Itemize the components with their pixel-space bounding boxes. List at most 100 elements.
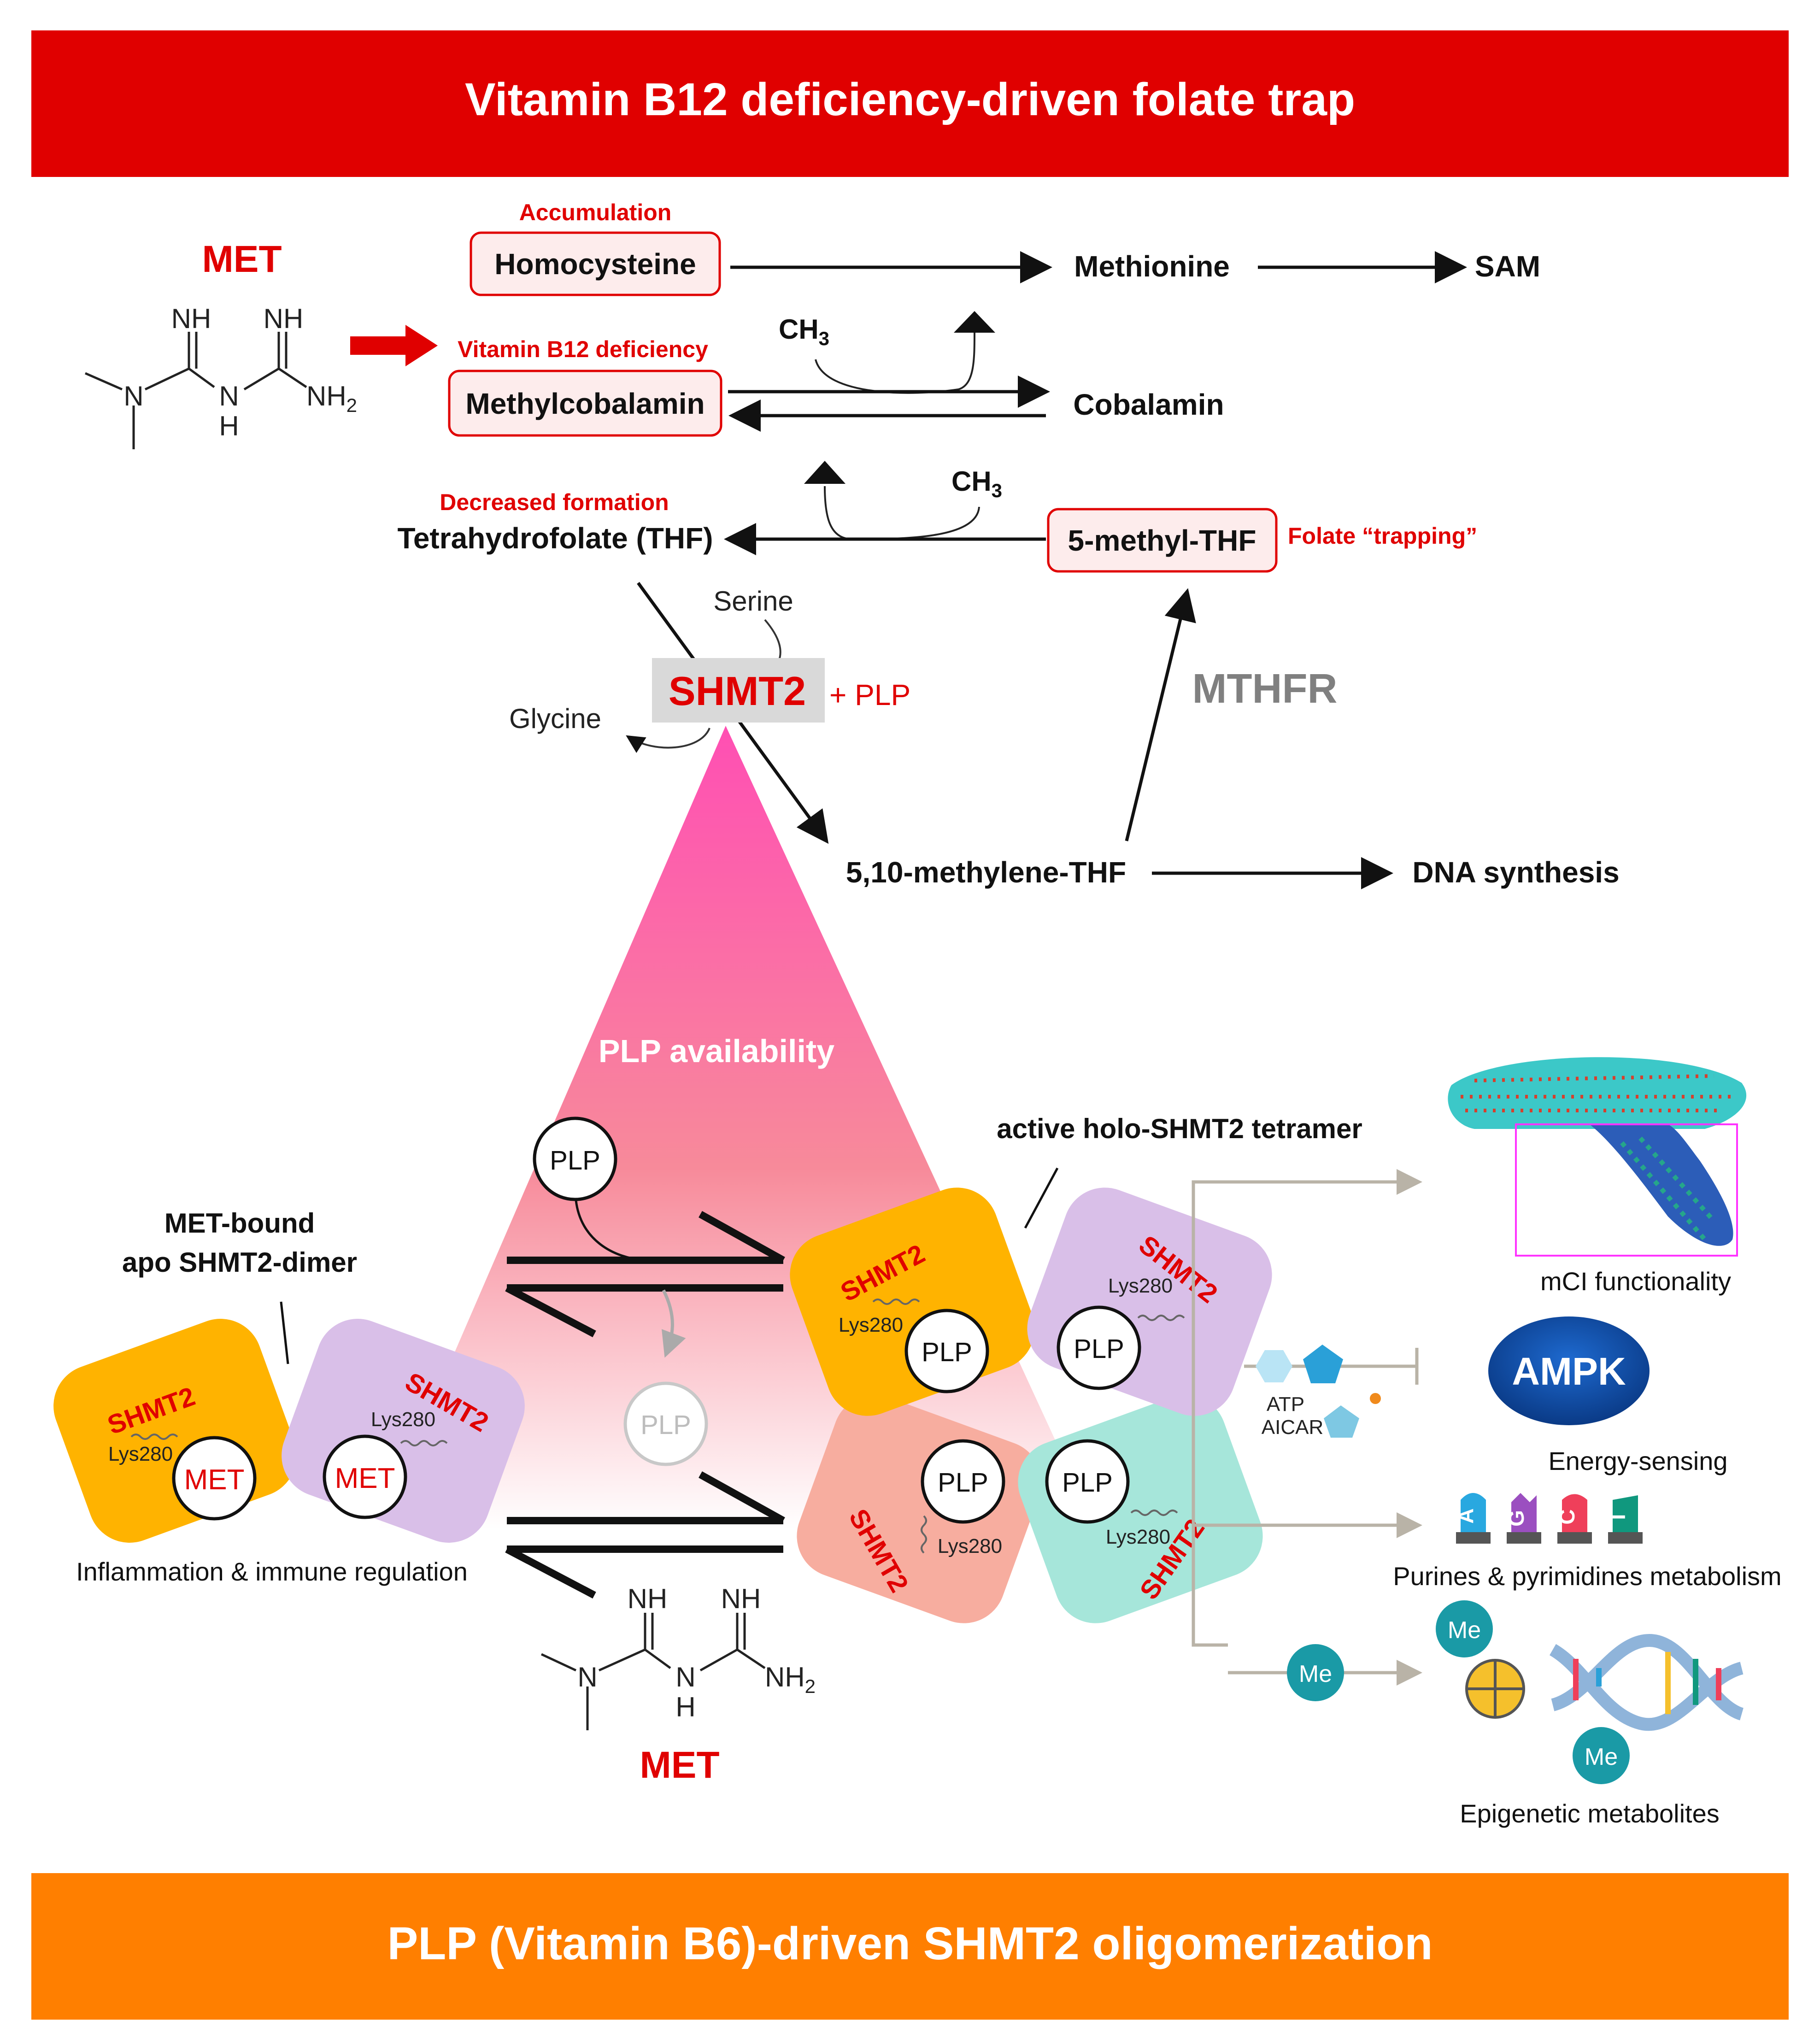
- cobalamin-label: Cobalamin: [1073, 388, 1224, 421]
- met-bottom-nh-2: NH: [721, 1583, 761, 1614]
- base-t-label: T: [1606, 1510, 1630, 1523]
- met-label-bottom: MET: [640, 1744, 719, 1786]
- base-g: G: [1504, 1493, 1541, 1544]
- me-label-lower: Me: [1585, 1744, 1618, 1770]
- aicar-label: AICAR: [1262, 1416, 1323, 1439]
- base-t: T: [1606, 1495, 1643, 1544]
- ch3-label-upper: CH3: [779, 314, 829, 349]
- holo-lys280-4: Lys280: [1106, 1526, 1170, 1548]
- base-a-label: A: [1454, 1508, 1478, 1523]
- active-tetramer-pointer: [1024, 1167, 1059, 1229]
- top-banner-title: Vitamin B12 deficiency-driven folate tra…: [465, 74, 1355, 125]
- met-bottom-n-1: N: [577, 1662, 597, 1692]
- top-banner: [31, 30, 1789, 177]
- bottom-banner-title: PLP (Vitamin B6)-driven SHMT2 oligomeriz…: [387, 1918, 1433, 1969]
- holo-subunit-teal: [1018, 1395, 1263, 1623]
- atp-label: ATP: [1267, 1393, 1304, 1416]
- atp-hexagon-1: [1256, 1350, 1292, 1382]
- dna-base-pairs: [1573, 1652, 1721, 1714]
- met-bottom-nh-1: NH: [628, 1583, 668, 1614]
- mci-label: mCI functionality: [1540, 1267, 1731, 1296]
- glycine-label: Glycine: [509, 703, 601, 734]
- me-label-upper: Me: [1448, 1617, 1481, 1644]
- plp-release-arrow: [661, 1289, 686, 1358]
- met-bottom-nh2-text: NH: [765, 1662, 805, 1692]
- inflammation-label: Inflammation & immune regulation: [76, 1557, 468, 1586]
- base-a: A: [1454, 1493, 1491, 1544]
- atp-pentagon: [1303, 1345, 1343, 1383]
- holo-plp-circle-4: [1045, 1439, 1130, 1524]
- epigenetic-label: Epigenetic metabolites: [1460, 1799, 1719, 1828]
- homocysteine-box: [470, 231, 721, 296]
- apo-met-circle-right: [323, 1434, 407, 1519]
- thf-label: Tetrahydrofolate (THF): [397, 522, 713, 555]
- met-bound-pointer: [280, 1301, 289, 1364]
- met-structure-bottom: NH NH N N H NH2 MET: [540, 1583, 816, 1786]
- holo-lys280-3: Lys280: [938, 1535, 1002, 1557]
- plp-released-label: PLP: [640, 1410, 691, 1440]
- met-top-nh-2: NH: [264, 303, 304, 334]
- plus-plp-label: + PLP: [829, 678, 910, 711]
- ch3-lower-arrowhead: [804, 461, 845, 484]
- mci-complex-image: [1448, 1057, 1747, 1257]
- methyl-thf-label: 5-methyl-THF: [1068, 524, 1256, 557]
- ampk-ellipse: [1488, 1316, 1650, 1425]
- bottom-banner: [31, 1873, 1789, 2020]
- apo-met-label-left: MET: [184, 1464, 245, 1496]
- shmt2-enzyme-label: SHMT2: [669, 668, 806, 714]
- aicar-phosphate-dot: [1370, 1393, 1381, 1404]
- equilibrium-lower-barb: [699, 1471, 785, 1524]
- met-bottom-nh2-sub: 2: [805, 1675, 816, 1697]
- methylcobalamin-box: [448, 370, 722, 437]
- met-top-n-1: N: [123, 381, 143, 411]
- apo-lys280-right: Lys280: [371, 1408, 435, 1431]
- ch3-upper-sub: 3: [819, 328, 829, 349]
- met-label-top: MET: [202, 238, 282, 280]
- plp-free-circle: [533, 1116, 617, 1201]
- ch3-lower-sub: 3: [992, 480, 1002, 501]
- plp-availability-label: PLP availability: [599, 1033, 834, 1069]
- b12-deficiency-label: Vitamin B12 deficiency: [458, 336, 708, 362]
- folate-trapping-label: Folate “trapping”: [1288, 523, 1477, 549]
- holo-subunit-lilac: [1027, 1187, 1272, 1416]
- ch3-label-lower: CH3: [951, 466, 1002, 501]
- decreased-formation-label: Decreased formation: [440, 489, 669, 515]
- equilibrium-lower: [505, 1471, 785, 1599]
- apo-lys-wave-right: [400, 1440, 448, 1446]
- met-bound-label-1: MET-bound: [164, 1208, 315, 1239]
- mci-peripheral-speckle: [1620, 1136, 1716, 1241]
- plp-binding-curve: [575, 1200, 646, 1262]
- purines-label: Purines & pyrimidines metabolism: [1393, 1562, 1781, 1591]
- apo-met-circle-left: [172, 1436, 257, 1521]
- active-tetramer-label: active holo-SHMT2 tetramer: [997, 1113, 1362, 1144]
- holo-lys-wave-3: [921, 1515, 927, 1554]
- me-circle-upper: [1436, 1600, 1493, 1657]
- methylene-thf-label: 5,10-methylene-THF: [846, 856, 1126, 889]
- plp-released-circle: [623, 1381, 708, 1466]
- met-structure-top: MET NH NH N N H NH2: [84, 238, 357, 449]
- holo-plp-label-1: PLP: [922, 1337, 972, 1367]
- holo-plp-circle-2: [1057, 1305, 1141, 1390]
- ampk-label: AMPK: [1512, 1350, 1626, 1393]
- equilibrium-lower-lower-barb: [505, 1545, 596, 1599]
- met-bound-label-2: apo SHMT2-dimer: [122, 1247, 357, 1278]
- ch3-transfer-arrow-upper: [815, 331, 975, 394]
- aicar-pentagon: [1324, 1405, 1359, 1438]
- ch3-upper-arrowhead: [954, 311, 995, 333]
- met-top-nh2: NH2: [306, 381, 357, 416]
- mci-membrane-arm-speckle: [1461, 1074, 1732, 1112]
- apo-subunit-orange: [53, 1319, 297, 1543]
- base-c-label: C: [1555, 1509, 1579, 1524]
- base-g-label: G: [1504, 1510, 1528, 1527]
- apo-met-label-right: MET: [335, 1463, 395, 1494]
- holo-lys-wave-2: [1137, 1315, 1185, 1321]
- shmt2-enzyme-box: [652, 658, 825, 723]
- methionine-label: Methionine: [1074, 250, 1230, 283]
- mci-highlight-box: [1515, 1123, 1738, 1257]
- dna-helix-image: [1549, 1634, 1744, 1731]
- met-top-n-2: N: [219, 381, 239, 411]
- ch3-upper-text: CH: [779, 314, 819, 345]
- holo-lys280-2: Lys280: [1108, 1275, 1173, 1297]
- base-c: C: [1555, 1494, 1592, 1544]
